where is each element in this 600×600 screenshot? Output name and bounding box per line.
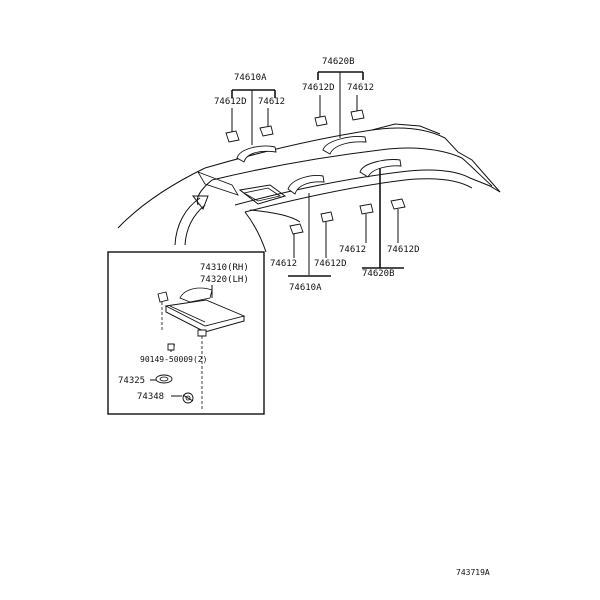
label-grip-front-cap-b: 74612 (258, 97, 285, 107)
label-lower-rear-cap-a: 74612D (387, 245, 420, 255)
assist-grip-icon (236, 136, 402, 195)
inset-frame (107, 251, 265, 415)
diagram-code: 743719A (456, 568, 490, 577)
visor-holder-icon (155, 374, 173, 384)
label-grip-rear-assy: 74620B (322, 57, 355, 67)
top-labels: 74610A 74612D 74612 74620B 74612D 74612 (214, 57, 374, 107)
label-grip-front-assy: 74610A (234, 73, 267, 83)
label-holder: 74325 (118, 376, 145, 386)
label-grip-rear-cap-a: 74612D (302, 83, 335, 93)
leader-lines (231, 71, 404, 277)
label-lower-rear-assy: 74620B (362, 269, 395, 279)
label-lower-rear-cap-b: 74612 (339, 245, 366, 255)
screw-small-icon (167, 343, 175, 351)
label-grip-rear-cap-b: 74612 (347, 83, 374, 93)
visor-bracket-icon (182, 392, 194, 404)
label-visor-rh: 74310(RH) (200, 263, 249, 273)
sun-visor-inset: 74310(RH) 74320(LH) 90149-50009(2) 74325 (107, 251, 265, 415)
label-grip-front-cap-a: 74612D (214, 97, 247, 107)
vehicle-body-outline (117, 123, 501, 253)
label-screw: 90149-50009(2) (140, 355, 207, 364)
label-lower-front-cap-a: 74612D (314, 259, 347, 269)
label-visor-lh: 74320(LH) (200, 275, 249, 285)
label-lower-front-assy: 74610A (289, 283, 322, 293)
grip-cap-icon (225, 109, 406, 235)
screw-icon (197, 329, 207, 337)
label-lower-front-cap-b: 74612 (270, 259, 297, 269)
label-bracket: 74348 (137, 392, 164, 402)
lower-labels: 74612 74612D 74610A 74612 74612D 74620B (270, 245, 420, 293)
